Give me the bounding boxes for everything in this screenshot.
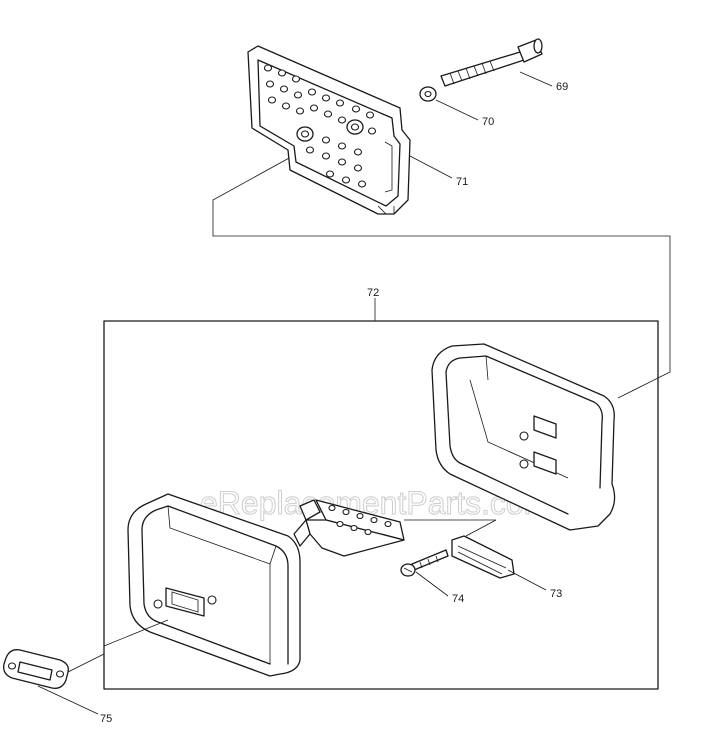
leader-lines <box>37 71 553 715</box>
callout-70: 70 <box>482 116 494 128</box>
perforated-plate-71 <box>247 45 411 215</box>
callout-71: 71 <box>456 176 468 188</box>
screen-73 <box>451 535 515 579</box>
callout-75: 75 <box>100 713 112 725</box>
bolt-69 <box>440 38 543 87</box>
callout-73: 73 <box>550 588 562 600</box>
callout-72: 72 <box>367 287 379 299</box>
callout-74: 74 <box>452 593 464 605</box>
connector-lines <box>212 151 671 399</box>
callout-69: 69 <box>556 81 568 93</box>
muffler-rear-shell <box>431 343 616 531</box>
muffler-baffle <box>293 499 497 557</box>
assembly-frame-72 <box>103 320 659 690</box>
washer-70 <box>419 86 437 102</box>
gasket-75 <box>3 649 105 689</box>
muffler-front-shell <box>127 493 301 677</box>
screw-74 <box>400 549 449 577</box>
